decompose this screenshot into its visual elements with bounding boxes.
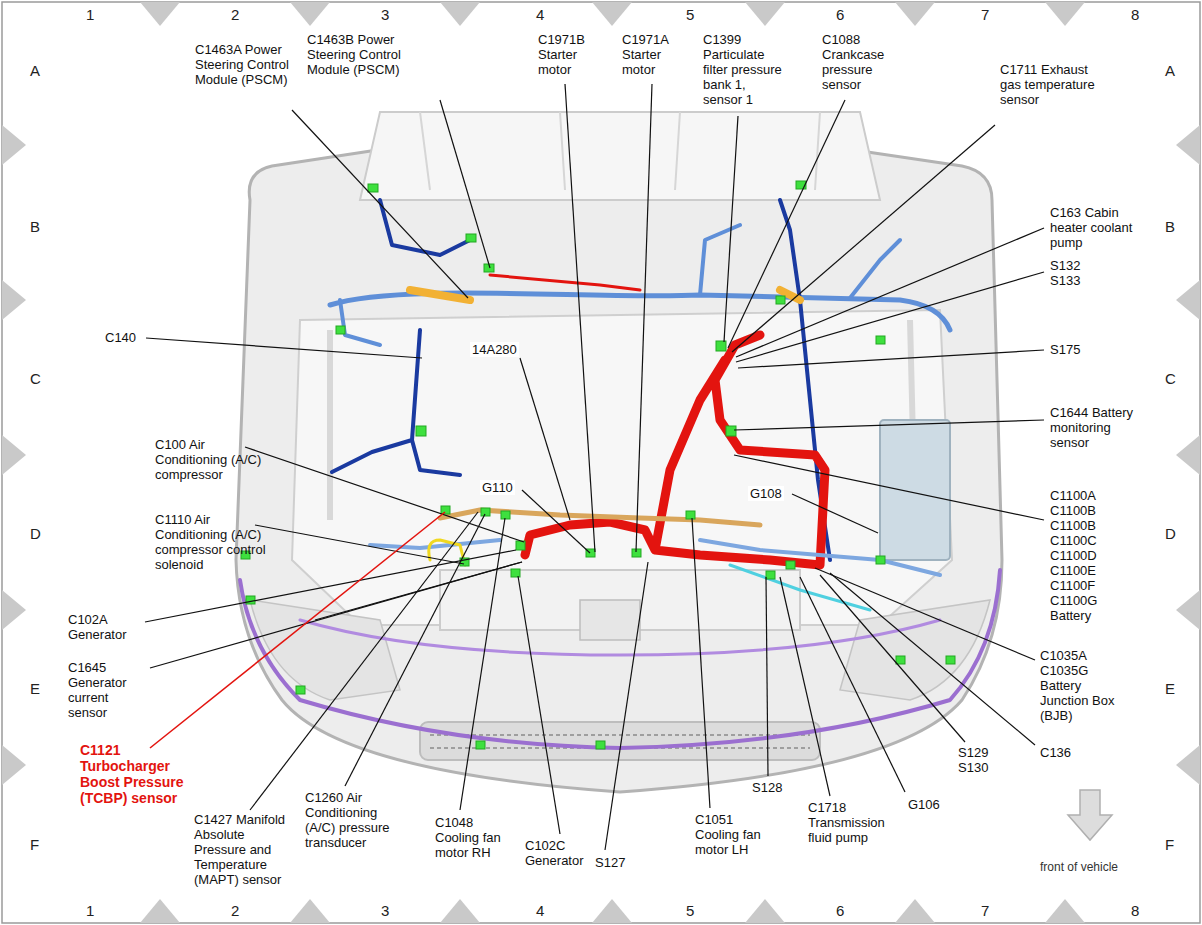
callout-label: C1399 Particulate filter pressure bank 1…: [703, 32, 787, 107]
callout-label: G106: [908, 797, 958, 812]
callout-label: S132 S133: [1050, 258, 1092, 288]
callout-label: 14A280: [470, 342, 519, 357]
grid-reference: C: [1165, 370, 1176, 387]
callout-label: C140: [105, 330, 147, 345]
grid-reference: E: [1165, 680, 1175, 697]
grid-reference: 8: [1131, 6, 1139, 23]
callout-label: C1260 Air Conditioning (A/C) pressure tr…: [305, 790, 410, 850]
callout-label: S128: [752, 780, 797, 795]
grid-reference: B: [1165, 218, 1175, 235]
grid-reference: 5: [686, 6, 694, 23]
grid-reference: 2: [231, 902, 239, 919]
direction-arrow: [1068, 790, 1112, 840]
grid-reference: 8: [1131, 902, 1139, 919]
grid-reference: C: [30, 370, 41, 387]
callout-label: S129 S130: [958, 745, 1000, 775]
callout-label: C1088 Crankcase pressure sensor: [822, 32, 902, 92]
grid-reference: A: [1165, 62, 1175, 79]
callout-label: C102C Generator: [525, 838, 595, 868]
grid-reference: 2: [231, 6, 239, 23]
grid-reference: B: [30, 218, 40, 235]
callout-label: C1463A Power Steering Control Module (PS…: [195, 42, 295, 87]
callout-label: C1051 Cooling fan motor LH: [695, 812, 775, 857]
leader-lines: [145, 84, 1044, 850]
grid-reference: 1: [86, 902, 94, 919]
vehicle-body: [236, 112, 1002, 792]
grid-reference: 4: [536, 902, 544, 919]
callout-label: C100 Air Conditioning (A/C) compressor: [155, 437, 280, 482]
grid-reference: 3: [381, 902, 389, 919]
grid-reference: 7: [981, 902, 989, 919]
callout-label: C1048 Cooling fan motor RH: [435, 815, 515, 860]
grid-reference: F: [30, 836, 39, 853]
highlighted-callout-label: C1121 Turbocharger Boost Pressure (TCBP)…: [80, 742, 190, 806]
grid-reference: A: [30, 62, 40, 79]
direction-note: front of vehicle: [1040, 860, 1118, 875]
grid-reference: 3: [381, 6, 389, 23]
callout-label: C1971B Starter motor: [538, 32, 598, 77]
grid-reference: E: [30, 680, 40, 697]
grid-reference: 5: [686, 902, 694, 919]
callout-label: C1427 Manifold Absolute Pressure and Tem…: [194, 812, 299, 887]
callout-label: G108: [748, 486, 784, 501]
wiring-harness: [240, 200, 1000, 748]
connectors: [241, 181, 955, 749]
callout-label: C136: [1040, 745, 1085, 760]
callout-label: S175: [1050, 342, 1100, 357]
grid-reference: 7: [981, 6, 989, 23]
grid-reference: 6: [836, 902, 844, 919]
grid-reference: D: [30, 525, 41, 542]
callout-label: C1711 Exhaust gas temperature sensor: [1000, 62, 1095, 107]
grid-reference: 1: [86, 6, 94, 23]
callout-label: G110: [480, 480, 515, 495]
grid-reference: D: [1165, 525, 1176, 542]
callout-label: C1645 Generator current sensor: [68, 660, 148, 720]
callout-label: C1035A C1035G Battery Junction Box (BJB): [1040, 648, 1115, 723]
callout-label: S127: [595, 855, 640, 870]
callout-label: C1463B Power Steering Control Module (PS…: [307, 32, 407, 77]
grid-reference: 6: [836, 6, 844, 23]
callout-label: C102A Generator: [68, 612, 148, 642]
callout-label: C1644 Battery monitoring sensor: [1050, 405, 1140, 450]
callout-label: C1718 Transmission fluid pump: [808, 800, 892, 845]
callout-label: C163 Cabin heater coolant pump: [1050, 205, 1145, 250]
grid-reference: 4: [536, 6, 544, 23]
highlight-leader-line: [150, 512, 445, 748]
callout-label: C1100A C1100B C1100B C1100C C1100D C1100…: [1050, 488, 1108, 623]
leader-line: [150, 562, 522, 668]
callout-label: C1110 Air Conditioning (A/C) compressor …: [155, 512, 280, 572]
callout-label: C1971A Starter motor: [622, 32, 682, 77]
grid-reference: F: [1165, 836, 1174, 853]
